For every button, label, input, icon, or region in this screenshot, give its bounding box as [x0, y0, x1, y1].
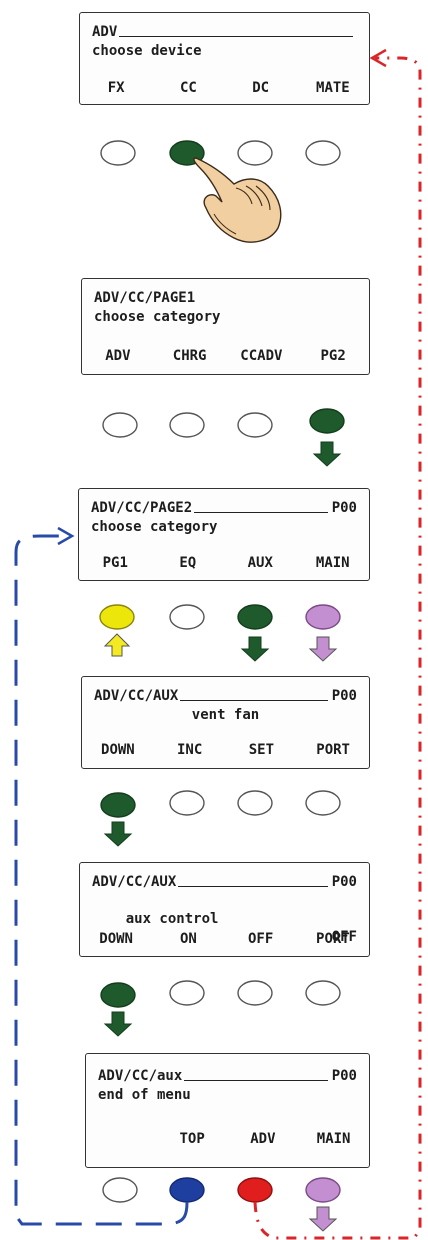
- softkey-label: PG2: [320, 348, 346, 364]
- softkey-label: CC: [179, 80, 197, 96]
- softkey-button-3[interactable]: [237, 980, 273, 1006]
- softkey-button-1-pressed[interactable]: [100, 982, 136, 1008]
- softkey-label: PORT: [316, 742, 350, 758]
- down-arrow-icon: [240, 636, 270, 662]
- screen-path: ADV/CC/aux: [98, 1068, 183, 1084]
- softkey-button-4[interactable]: [305, 980, 341, 1006]
- screen-prompt: choose category: [91, 519, 218, 535]
- softkey-label: TOP: [179, 1131, 205, 1147]
- screen-page-code: P00: [331, 500, 357, 516]
- down-arrow-icon: [103, 1011, 133, 1037]
- screen-page-code: P00: [331, 1068, 357, 1084]
- softkey-label: MAIN: [315, 555, 350, 571]
- softkey-button-3-adv[interactable]: [237, 1177, 273, 1203]
- screen-path: ADV/CC/AUX: [94, 688, 179, 704]
- softkey-button-1-pressed[interactable]: [100, 792, 136, 818]
- dash-line: [178, 886, 328, 887]
- screen-page-code: P00: [331, 874, 357, 890]
- right-arrow-icon: [57, 526, 75, 546]
- softkey-label: CHRG: [172, 348, 207, 364]
- softkey-label: DC: [252, 80, 270, 96]
- softkey-button-3[interactable]: [237, 790, 273, 816]
- screen-prompt: end of menu: [98, 1087, 191, 1103]
- softkey-label: PG1: [102, 555, 128, 571]
- softkey-button-3[interactable]: [237, 412, 273, 438]
- screen-page-code: P00: [331, 688, 357, 704]
- hand-pointer-icon: [193, 157, 282, 243]
- softkey-button-4[interactable]: [305, 790, 341, 816]
- lcd-screen-2: ADV/CC/PAGE1 choose category ADV CHRG CC…: [81, 278, 370, 375]
- softkey-label: INC: [176, 742, 203, 758]
- softkey-button-2-top[interactable]: [169, 1177, 205, 1203]
- softkey-button-4[interactable]: [305, 140, 341, 166]
- return-path-adv: [253, 56, 422, 1240]
- softkey-button-4[interactable]: [305, 604, 341, 630]
- softkey-button-2[interactable]: [169, 980, 205, 1006]
- softkey-label: PORT: [316, 931, 350, 947]
- softkey-label: ADV: [250, 1131, 276, 1147]
- up-arrow-icon: [103, 633, 131, 657]
- softkey-button-2[interactable]: [169, 790, 205, 816]
- softkey-button-4-pressed[interactable]: [309, 408, 345, 434]
- softkey-button-4-main[interactable]: [305, 1177, 341, 1203]
- screen-path: ADV: [92, 24, 118, 40]
- screen-path: ADV/CC/AUX: [92, 874, 177, 890]
- lcd-screen-5: ADV/CC/AUX P00 aux control OFF DOWN ON O…: [79, 862, 370, 957]
- screen-path: ADV/CC/PAGE1: [94, 290, 196, 306]
- softkey-label: DOWN: [101, 742, 135, 758]
- dash-line: [119, 36, 353, 37]
- dash-line: [180, 700, 328, 701]
- screen-prompt: choose device: [92, 43, 202, 59]
- softkey-label: ADV: [105, 348, 131, 364]
- softkey-label: EQ: [179, 555, 197, 571]
- screen-value: OFF: [331, 929, 357, 945]
- softkey-label: OFF: [247, 931, 274, 947]
- softkey-label: SET: [248, 742, 275, 758]
- lcd-screen-3: ADV/CC/PAGE2 P00 choose category PG1 EQ …: [78, 488, 370, 581]
- softkey-button-3-pressed[interactable]: [237, 604, 273, 630]
- softkey-label: FX: [107, 80, 125, 96]
- softkey-button-2[interactable]: [169, 412, 205, 438]
- softkey-label: DOWN: [99, 931, 133, 947]
- softkey-label: CCADV: [240, 348, 283, 364]
- dash-line: [194, 512, 328, 513]
- softkey-button-1[interactable]: [102, 412, 138, 438]
- down-arrow-icon: [308, 636, 338, 662]
- dash-line: [184, 1080, 328, 1081]
- softkey-label: AUX: [247, 555, 273, 571]
- down-arrow-icon: [312, 441, 342, 467]
- left-arrow-icon: [369, 48, 387, 68]
- softkey-button-2[interactable]: [169, 604, 205, 630]
- down-arrow-icon: [103, 821, 133, 847]
- screen-path: ADV/CC/PAGE2: [91, 500, 193, 516]
- down-arrow-icon: [308, 1206, 338, 1232]
- screen-parameter: aux control: [125, 911, 219, 927]
- softkey-button-1[interactable]: [99, 604, 135, 630]
- softkey-label: MAIN: [316, 1131, 351, 1147]
- softkey-label: MATE: [316, 80, 350, 96]
- lcd-screen-4: ADV/CC/AUX P00 vent fan DOWN INC SET POR…: [81, 676, 370, 769]
- lcd-screen-1: ADV choose device FX CC DC MATE: [79, 12, 370, 105]
- softkey-button-1[interactable]: [102, 1177, 138, 1203]
- softkey-button-3[interactable]: [237, 140, 273, 166]
- screen-parameter: vent fan: [191, 707, 260, 723]
- softkey-label: ON: [179, 931, 197, 947]
- lcd-screen-6: ADV/CC/aux P00 end of menu TOP ADV MAIN: [85, 1053, 370, 1168]
- return-path-top: [14, 534, 189, 1226]
- screen-prompt: choose category: [94, 309, 221, 325]
- softkey-button-1[interactable]: [100, 140, 136, 166]
